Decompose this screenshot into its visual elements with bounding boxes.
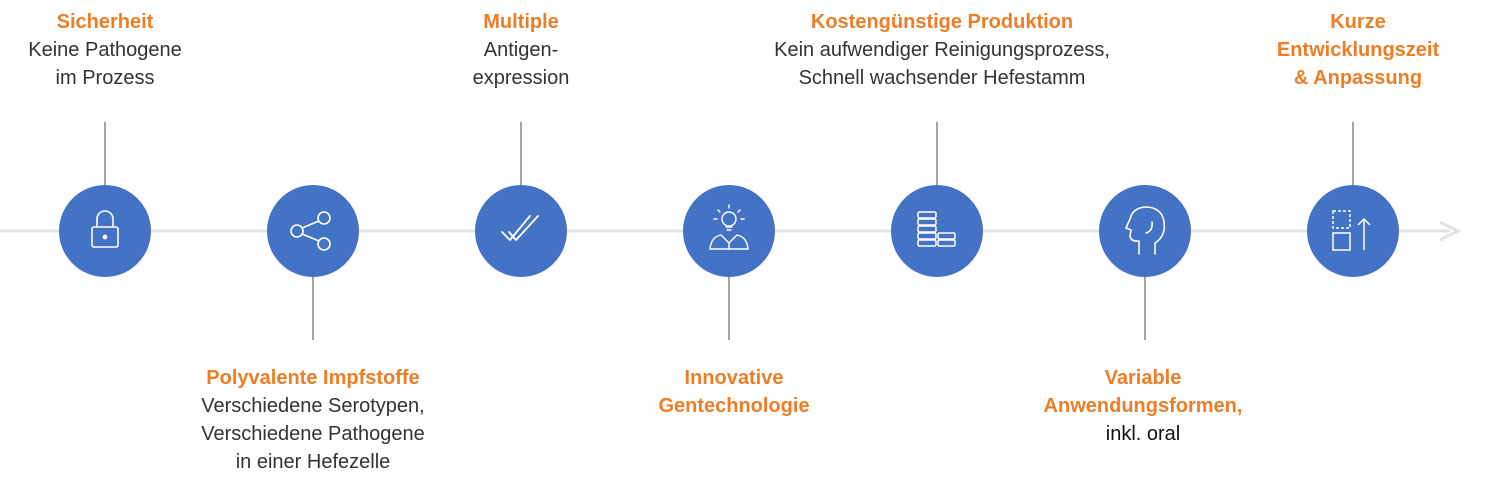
step-description: Keine Pathogene im Prozess [28, 39, 182, 89]
head-throat-icon [1125, 206, 1166, 255]
step-circle-3 [475, 185, 567, 277]
step-title: Kostengünstige Produktion [810, 11, 1074, 33]
step-circle-4 [683, 185, 775, 277]
step-label-3: Multiple Antigen- expression [311, 8, 731, 92]
step-title: Sicherheit [56, 11, 154, 33]
step-title: Multiple [483, 11, 559, 33]
lock-icon [91, 210, 119, 248]
coin-stacks-icon [917, 211, 956, 247]
step-title: Innovative Gentechnologie [658, 367, 810, 417]
step-description: Verschiedene Serotypen, Verschiedene Pat… [201, 395, 425, 473]
step-title: Variable Anwendungsformen, [1043, 367, 1243, 417]
person-lightbulb-icon [709, 204, 749, 250]
share-icon [290, 211, 331, 251]
step-description: Antigen- expression [472, 39, 570, 89]
step-circle-7 [1307, 185, 1399, 277]
step-label-1: Sicherheit Keine Pathogene im Prozess [0, 8, 315, 92]
step-circle-1 [59, 185, 151, 277]
step-label-6: Variable Anwendungsformen, inkl. oral [933, 364, 1353, 448]
boxes-arrow-up-icon [1332, 210, 1371, 251]
step-circle-2 [267, 185, 359, 277]
step-description: inkl. oral [1105, 423, 1181, 445]
step-label-4: Innovative Gentechnologie [524, 364, 944, 420]
step-label-7: Kurze Entwicklungszeit & Anpassung [1148, 8, 1487, 92]
step-description: Kein aufwendiger Reinigungsprozess, Schn… [774, 39, 1110, 89]
step-label-2: Polyvalente Impfstoffe Verschiedene Sero… [103, 364, 523, 476]
step-title: Kurze Entwicklungszeit & Anpassung [1276, 11, 1440, 89]
step-title: Polyvalente Impfstoffe [206, 367, 420, 389]
double-check-icon [501, 215, 539, 241]
step-circle-6 [1099, 185, 1191, 277]
step-label-5: Kostengünstige Produktion Kein aufwendig… [732, 8, 1152, 92]
step-circle-5 [891, 185, 983, 277]
timeline-arrowhead [1439, 220, 1462, 242]
